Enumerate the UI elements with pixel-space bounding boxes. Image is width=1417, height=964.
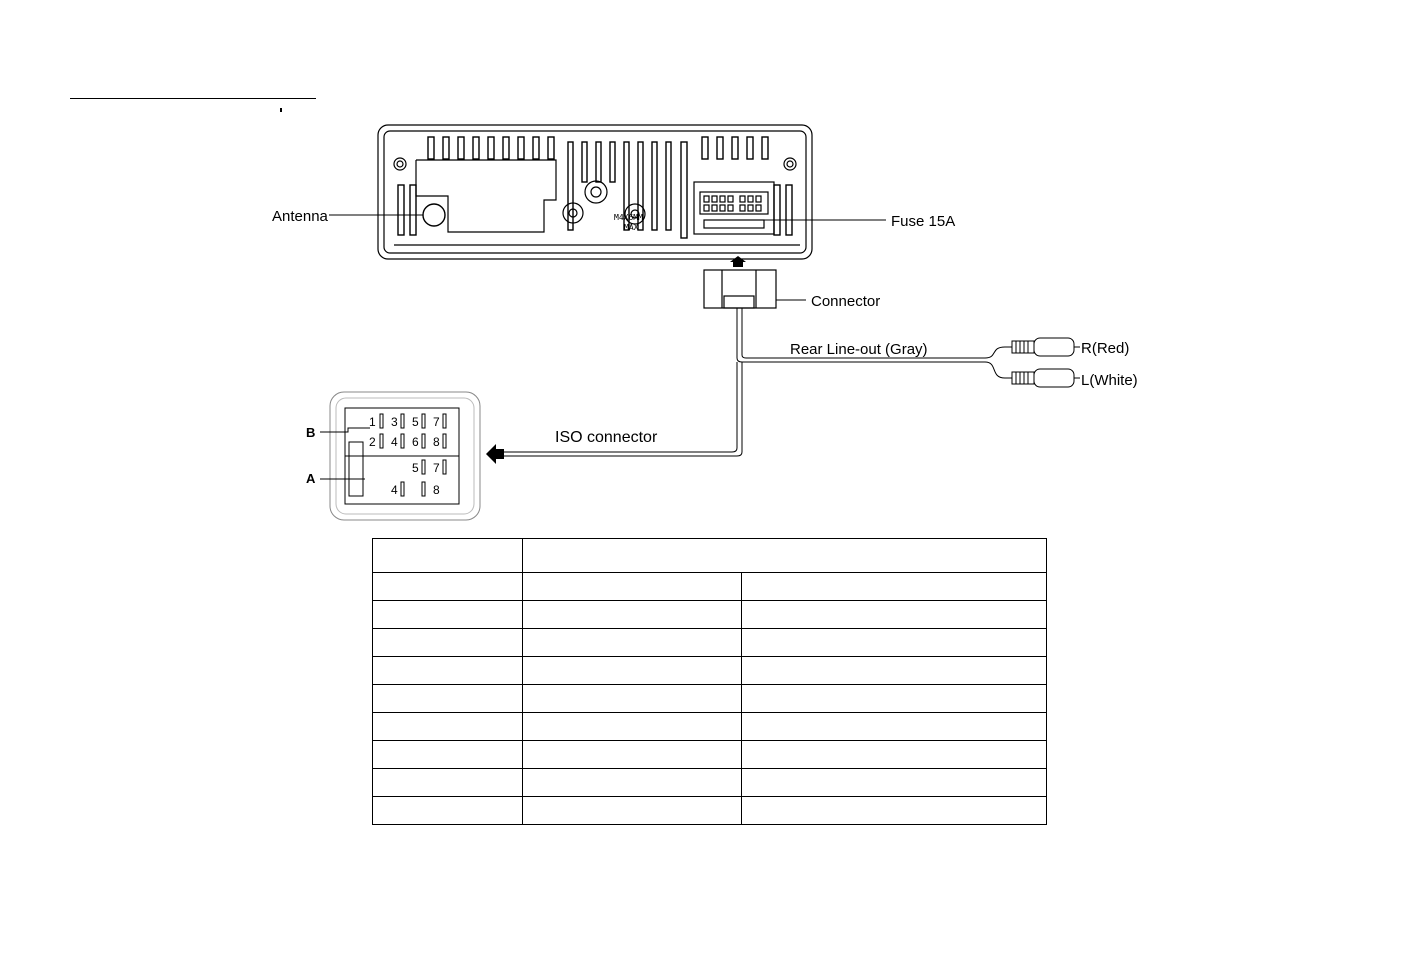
table-cell	[522, 768, 742, 797]
table-row	[372, 656, 1047, 685]
heatsink-fins	[397, 136, 793, 239]
table-cell	[522, 684, 742, 713]
table-cell	[741, 572, 1047, 601]
iso-connector-label: ISO connector	[555, 429, 658, 446]
left-channel-label: L(White)	[1081, 372, 1138, 389]
right-channel-label: R(Red)	[1081, 340, 1129, 357]
pin-a4: 4	[391, 483, 398, 497]
corner-screws	[393, 157, 797, 171]
wiring-table	[372, 538, 1047, 825]
table-cell	[741, 628, 1047, 657]
table-row	[372, 572, 1047, 601]
table-cell	[741, 712, 1047, 741]
table-header-cell	[372, 538, 523, 573]
table-cell	[372, 684, 523, 713]
table-cell	[522, 600, 742, 629]
table-cell	[372, 768, 523, 797]
antenna-socket	[422, 203, 446, 227]
pin-b8: 8	[433, 435, 440, 449]
table-cell	[372, 740, 523, 769]
pin-a8: 8	[433, 483, 440, 497]
fuse-label: Fuse 15A	[891, 213, 955, 230]
table-cell	[522, 572, 742, 601]
table-cell	[372, 628, 523, 657]
table-cell	[741, 600, 1047, 629]
head-unit-rear-panel	[377, 124, 813, 260]
table-header-cell	[522, 538, 1047, 573]
connector-label: Connector	[811, 293, 880, 310]
model-mark-2: MAX	[624, 223, 639, 232]
pin-a7: 7	[433, 461, 440, 475]
unit-iso-socket	[693, 181, 775, 235]
table-row	[372, 628, 1047, 657]
table-cell	[372, 656, 523, 685]
pin-b4: 4	[391, 435, 398, 449]
block-a-label: A	[306, 471, 316, 486]
table-cell	[522, 796, 742, 825]
table-cell	[741, 796, 1047, 825]
title-underline	[70, 98, 316, 99]
model-mark-1: M4X6MM	[614, 213, 643, 222]
rca-plug-right	[1011, 337, 1080, 357]
table-row	[372, 712, 1047, 741]
pin-b7: 7	[433, 415, 440, 429]
table-cell	[741, 684, 1047, 713]
iso-arrow-icon	[486, 444, 504, 464]
table-row	[372, 740, 1047, 769]
block-b-label: B	[306, 425, 315, 440]
iso-pin-numbers: 1 3 5 7 2 4 6 8 5 7 4 8	[369, 415, 440, 497]
title-mark	[280, 108, 282, 112]
table-cell	[522, 656, 742, 685]
table-cell	[522, 628, 742, 657]
table-header-row	[372, 538, 1047, 573]
pin-b1: 1	[369, 415, 376, 429]
table-row	[372, 600, 1047, 629]
insertion-arrow	[730, 256, 746, 267]
iso-connector-face	[320, 391, 481, 521]
table-cell	[372, 572, 523, 601]
table-cell	[522, 712, 742, 741]
table-cell	[372, 600, 523, 629]
rca-plug-left	[1011, 368, 1080, 388]
antenna-label: Antenna	[272, 208, 329, 225]
table-cell	[372, 796, 523, 825]
table-cell	[741, 656, 1047, 685]
table-row	[372, 796, 1047, 825]
pin-b6: 6	[412, 435, 419, 449]
table-row	[372, 768, 1047, 797]
pin-b2: 2	[369, 435, 376, 449]
wiring-diagram: M4X6MM MAX Antenna Fuse 15A Connector	[272, 124, 1138, 521]
table-cell	[522, 740, 742, 769]
table-cell	[741, 740, 1047, 769]
harness-cables	[502, 308, 1012, 457]
rear-line-out-label: Rear Line-out (Gray)	[790, 341, 928, 358]
pin-b3: 3	[391, 415, 398, 429]
pin-b5: 5	[412, 415, 419, 429]
connector-plug	[703, 269, 777, 309]
pin-a5: 5	[412, 461, 419, 475]
table-row	[372, 684, 1047, 713]
table-cell	[741, 768, 1047, 797]
table-cell	[372, 712, 523, 741]
